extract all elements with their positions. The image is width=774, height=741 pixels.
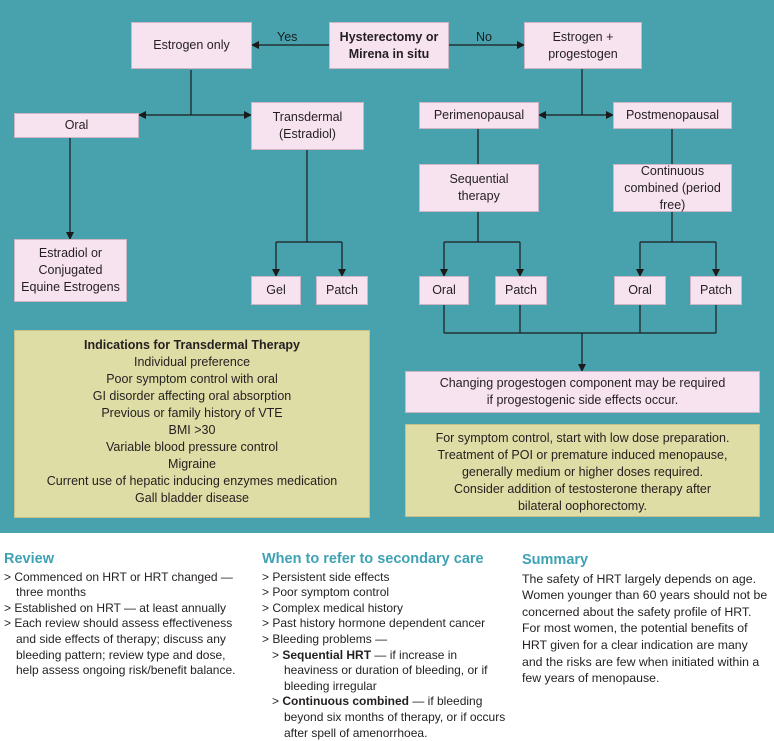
- perimenopausal-node: Perimenopausal: [419, 102, 539, 129]
- indication-item: Individual preference: [133, 355, 251, 369]
- oral-node-sequential: Oral: [419, 276, 469, 305]
- yes-label: Yes: [277, 30, 298, 44]
- estrogen-progestogen-node: Estrogen + progestogen: [524, 22, 642, 69]
- summary-title: Summary: [522, 552, 589, 568]
- flowchart-connectors: [66, 41, 720, 372]
- refer-subitem-continuous: > Continuous combined — if bleeding beyo…: [272, 694, 506, 740]
- no-label: No: [476, 30, 492, 44]
- dosing-note-box: For symptom control, start with low dose…: [405, 424, 760, 517]
- indication-item: Gall bladder disease: [135, 491, 249, 505]
- changing-progestogen-node: Changing progestogen component may be re…: [405, 371, 760, 413]
- patch-node-sequential: Patch: [495, 276, 547, 305]
- indication-item: Migraine: [168, 457, 216, 471]
- indication-item: Previous or family history of VTE: [101, 406, 283, 420]
- root-node: Hysterectomy or Mirena in situ: [329, 22, 449, 69]
- dosing-note-line: Consider addition of testosterone therap…: [453, 482, 712, 496]
- flowchart-panel: Yes No Hysterectomy or Mirena in situ Es…: [0, 0, 774, 533]
- refer-item: > Complex medical history: [262, 600, 404, 615]
- dosing-note-line: Treatment of POI or premature induced me…: [437, 448, 728, 462]
- summary-section: Summary The safety of HRT largely depend…: [522, 552, 770, 687]
- review-item: > Commenced on HRT or HRT changed — thre…: [4, 569, 233, 600]
- refer-item: > Bleeding problems —: [262, 631, 388, 646]
- indication-item: GI disorder affecting oral absorption: [92, 389, 292, 403]
- indication-item: BMI >30: [168, 423, 216, 437]
- refer-subitem-sequential: > Sequential HRT — if increase in heavin…: [272, 647, 488, 693]
- review-item: > Each review should assess effectivenes…: [4, 616, 236, 678]
- refer-item: > Persistent side effects: [262, 569, 390, 584]
- continuous-combined-node: Continuous combined (period free): [613, 164, 732, 212]
- transdermal-node: Transdermal (Estradiol): [251, 102, 364, 150]
- dosing-note-line: generally medium or higher doses require…: [461, 465, 704, 479]
- review-title: Review: [4, 551, 54, 567]
- oral-node-continuous: Oral: [614, 276, 666, 305]
- refer-item: > Past history hormone dependent cancer: [262, 616, 486, 631]
- estradiol-cee-node: Estradiol or Conjugated Equine Estrogens: [14, 239, 127, 302]
- postmenopausal-node: Postmenopausal: [613, 102, 732, 129]
- oral-node: Oral: [14, 113, 139, 138]
- gel-node: Gel: [251, 276, 301, 305]
- indication-item: Poor symptom control with oral: [106, 372, 278, 386]
- estrogen-only-node: Estrogen only: [131, 22, 252, 69]
- refer-section: When to refer to secondary care > Persis…: [262, 551, 506, 741]
- review-item: > Established on HRT — at least annually: [4, 600, 227, 615]
- indication-item: Variable blood pressure control: [105, 440, 279, 454]
- indications-title: Indications for Transdermal Therapy: [83, 338, 301, 352]
- dosing-note-line: For symptom control, start with low dose…: [435, 431, 730, 445]
- summary-paragraph: For most women, the potential benefits o…: [522, 621, 760, 686]
- patch-node-continuous: Patch: [690, 276, 742, 305]
- refer-item: > Poor symptom control: [262, 585, 390, 600]
- review-section: Review > Commenced on HRT or HRT changed…: [4, 551, 242, 679]
- refer-title: When to refer to secondary care: [262, 551, 484, 567]
- dosing-note-line: bilateral oophorectomy.: [517, 499, 647, 513]
- indications-box: Indications for Transdermal Therapy Indi…: [14, 330, 370, 518]
- indication-item: Current use of hepatic inducing enzymes …: [46, 474, 338, 488]
- summary-paragraph: The safety of HRT largely depends on age…: [522, 571, 768, 619]
- patch-node-transdermal: Patch: [316, 276, 368, 305]
- sequential-therapy-node: Sequential therapy: [419, 164, 539, 212]
